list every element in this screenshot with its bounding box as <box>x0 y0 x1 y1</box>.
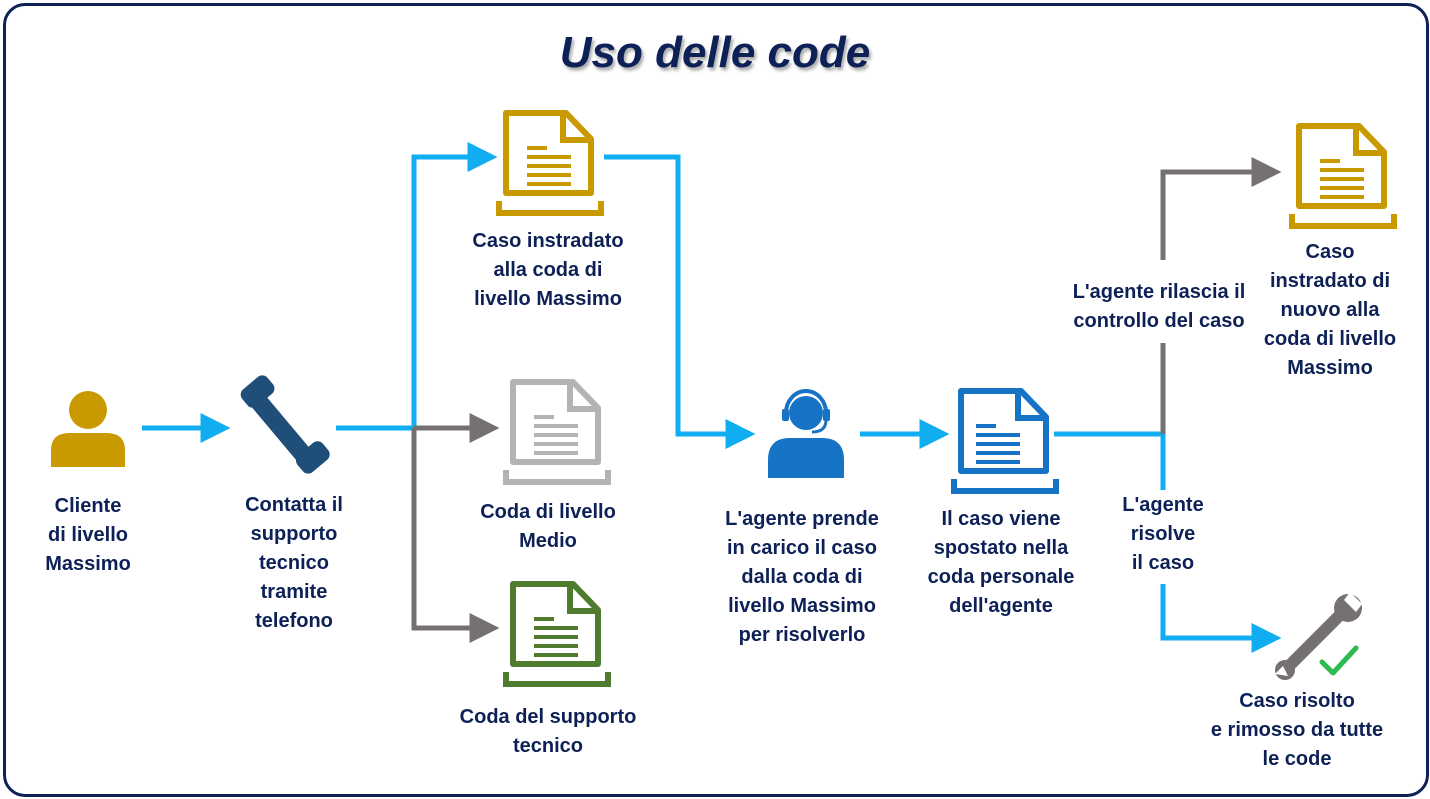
label-agent-resolves: L'agente risolve il caso <box>1122 494 1204 574</box>
diagram-frame <box>3 3 1429 797</box>
label-customer: Cliente di livello Massimo <box>45 495 131 575</box>
document-icon <box>951 388 1059 494</box>
label-queue-support: Coda del supporto tecnico <box>459 706 637 757</box>
document-icon <box>503 379 611 485</box>
label-agent-releases: L'agente rilascia il controllo del caso <box>1072 281 1246 332</box>
label-queue-max: Caso instradato alla coda di livello Mas… <box>472 230 624 310</box>
document-icon <box>503 581 611 687</box>
label-rerouted: Caso instradato di nuovo alla coda di li… <box>1263 241 1397 379</box>
person-icon <box>51 391 125 467</box>
label-resolved: Caso risolto e rimosso da tutte le code <box>1210 690 1384 770</box>
label-queue-mid: Coda di livello Medio <box>480 501 616 552</box>
arrow-release-up-upper <box>1160 157 1282 260</box>
arrow-split-to-queue-max <box>411 142 498 430</box>
arrow-split-to-queue-support <box>411 428 500 643</box>
connectors <box>142 142 1282 653</box>
label-agent-takes-case: L'agente prende in carico il caso dalla … <box>725 508 879 646</box>
phone-icon <box>240 375 330 474</box>
label-personal-queue: Il caso viene spostato nella coda person… <box>927 508 1075 617</box>
arrow-resolve-down-lower <box>1160 584 1282 653</box>
arrow-queue-max-to-agent <box>604 154 756 449</box>
document-icon <box>1289 123 1397 229</box>
agent-headset-icon <box>768 389 844 478</box>
label-phone-contact: Contatta il supporto tecnico tramite tel… <box>245 494 343 632</box>
wrench-check-icon <box>1275 592 1362 680</box>
document-icon <box>496 110 604 216</box>
diagram-title: Uso delle code <box>559 28 871 77</box>
